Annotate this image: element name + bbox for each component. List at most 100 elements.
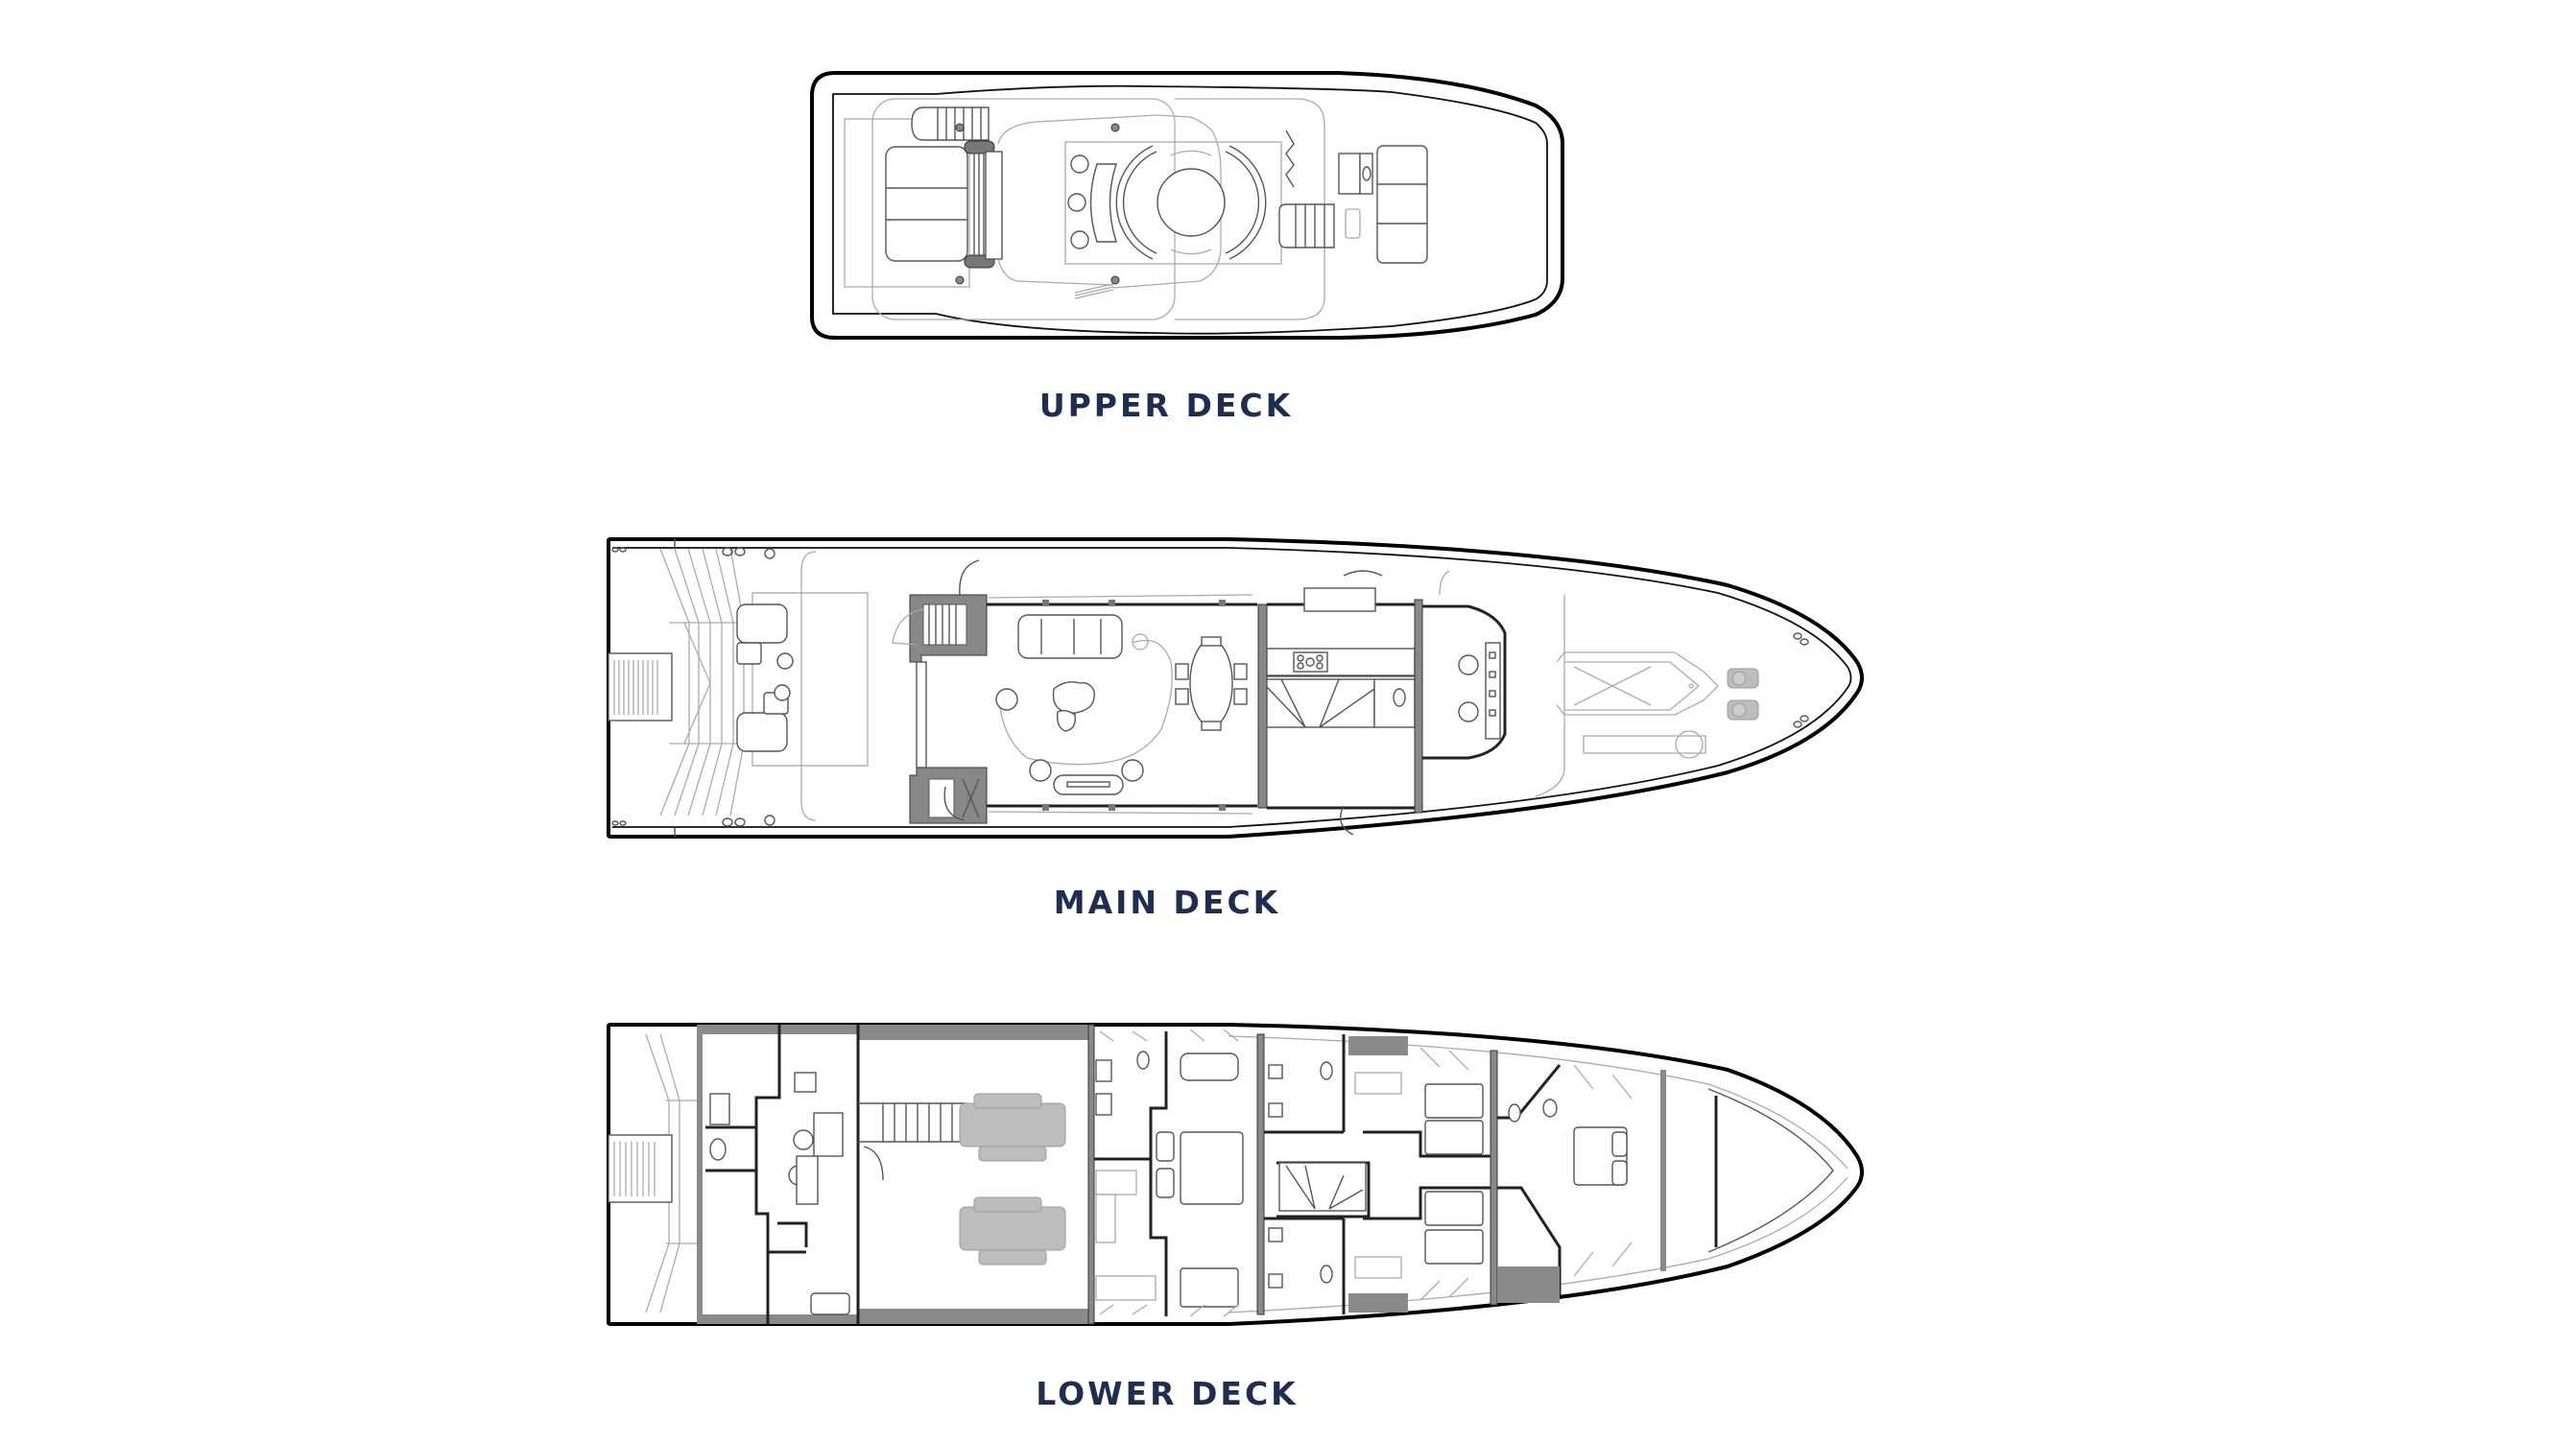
main-armchair — [1029, 759, 1052, 782]
main-doors — [943, 559, 980, 821]
lower-aft-bulkhead — [697, 1025, 703, 1324]
lower-master-sofa — [1180, 1053, 1239, 1081]
main-galley-bulkhead — [1257, 603, 1268, 809]
main-passerelle — [608, 652, 673, 722]
main-aft-deck-zone — [751, 592, 869, 767]
upper-deck-edge — [832, 84, 1548, 335]
main-deck-label: MAIN DECK — [1053, 884, 1281, 921]
main-salon-sofa — [1017, 614, 1123, 659]
upper-helm-console — [1285, 130, 1295, 188]
lower-passerelle — [608, 1134, 673, 1203]
lower-guest-toilet — [1320, 1061, 1333, 1080]
lower-twin-cabin-walls — [1363, 1130, 1491, 1220]
main-coffee-table — [1052, 681, 1095, 714]
lower-master-walls — [1094, 1031, 1168, 1316]
upper-aft-pad-frame — [844, 118, 970, 288]
lower-crew-bunk — [813, 1112, 844, 1157]
lower-vip-bulkhead — [1490, 1050, 1498, 1306]
upper-deck-label: UPPER DECK — [1038, 387, 1294, 424]
upper-hatch — [1074, 283, 1114, 299]
lower-lower-stairs — [1278, 1162, 1367, 1212]
lower-master-sink — [1095, 1059, 1112, 1082]
main-deck-plan — [607, 537, 1864, 839]
lower-engine-port — [959, 1093, 1066, 1162]
lower-deck-label: LOWER DECK — [1036, 1375, 1299, 1412]
main-helm-chair — [1458, 654, 1479, 675]
upper-bimini-post — [955, 275, 965, 285]
upper-aft-sunpad — [885, 146, 968, 262]
main-tender — [1556, 651, 1719, 716]
main-wheelhouse-bulkhead — [1414, 599, 1423, 814]
main-bow-cleats — [1793, 632, 1809, 728]
main-deck-edge — [612, 547, 1852, 828]
lower-twin-bed — [1424, 1191, 1484, 1226]
upper-helm-seat — [1338, 153, 1361, 195]
main-cleats — [611, 547, 775, 827]
lower-engine-room-bottom-band — [858, 1309, 1088, 1324]
upper-dining-zone — [1064, 141, 1282, 265]
lower-twin-bed — [1424, 1083, 1484, 1119]
main-tender-ramp — [1583, 735, 1706, 754]
main-galley-counter — [1266, 648, 1416, 676]
main-armchair — [995, 688, 1018, 711]
main-helm-chair — [1458, 701, 1479, 722]
lower-engine-room-top-band — [858, 1025, 1088, 1040]
main-galley-counter-top — [1303, 587, 1376, 612]
lower-engine-room-stairs — [858, 1102, 966, 1143]
lower-vip-forward-bulkhead — [1660, 1070, 1666, 1271]
upper-deck-plan — [810, 71, 1564, 340]
lower-master-bed — [1180, 1131, 1244, 1205]
lower-crew-sink — [794, 1072, 817, 1093]
main-transom-steps — [659, 548, 745, 816]
upper-bar-stool — [1070, 154, 1089, 174]
lower-twin-wardrobe — [1354, 1072, 1402, 1279]
lower-master-toilet — [1136, 1051, 1150, 1070]
upper-dining-sofa — [1115, 145, 1267, 260]
main-lift — [928, 778, 955, 818]
lower-guest-bulkhead — [1256, 1033, 1265, 1315]
main-dining-chairs — [1175, 636, 1248, 731]
lower-engine-bulkhead — [1087, 1024, 1095, 1325]
main-toilet — [1393, 688, 1406, 707]
main-aft-sofa-bottom — [736, 712, 788, 752]
lower-master-desk — [1180, 1267, 1239, 1308]
lower-deck-plan — [607, 1023, 1864, 1326]
main-salon-rug — [998, 639, 1173, 766]
main-stairs-up — [922, 603, 967, 646]
upper-bimini-post — [1110, 123, 1120, 132]
main-aft-table — [776, 652, 794, 670]
lower-crew-bench — [810, 1292, 850, 1315]
main-anchor-windlass — [1727, 668, 1759, 721]
lower-crew-walls — [705, 1025, 860, 1324]
main-aft-table — [774, 684, 791, 701]
lower-engine-starboard — [959, 1196, 1066, 1266]
upper-bimini-post — [1110, 275, 1120, 285]
main-spiral-stairs — [892, 608, 924, 646]
main-armchair — [1121, 759, 1144, 782]
lower-crew-shower — [709, 1093, 730, 1125]
lower-vip-toilet — [1508, 1103, 1521, 1123]
upper-bimini-post — [955, 123, 965, 132]
main-wheelhouse — [1422, 604, 1507, 760]
main-aft-sofa-top — [736, 603, 788, 644]
lower-hull-windows — [1099, 1029, 1633, 1317]
upper-bar-counter — [1089, 163, 1117, 243]
upper-bar-stool — [1070, 230, 1089, 249]
upper-aft-stairs — [911, 106, 990, 141]
lower-twin-bed — [1424, 1229, 1484, 1265]
upper-round-table — [1157, 168, 1226, 237]
main-cooktop — [1293, 651, 1328, 673]
lower-crew-table — [793, 1129, 814, 1150]
upper-forward-stairs — [1278, 203, 1335, 248]
lower-guest-toilet — [1320, 1265, 1333, 1284]
main-dining-table — [1189, 639, 1233, 727]
upper-bar-stool — [1067, 193, 1086, 212]
lower-crew-toilet — [709, 1138, 727, 1161]
upper-aft-bench — [985, 151, 1003, 260]
lower-twin-bed — [1424, 1120, 1484, 1155]
upper-forward-sunpad — [1376, 145, 1428, 264]
lower-master-wardrobe — [1095, 1170, 1157, 1301]
main-salon-console — [1053, 774, 1124, 795]
